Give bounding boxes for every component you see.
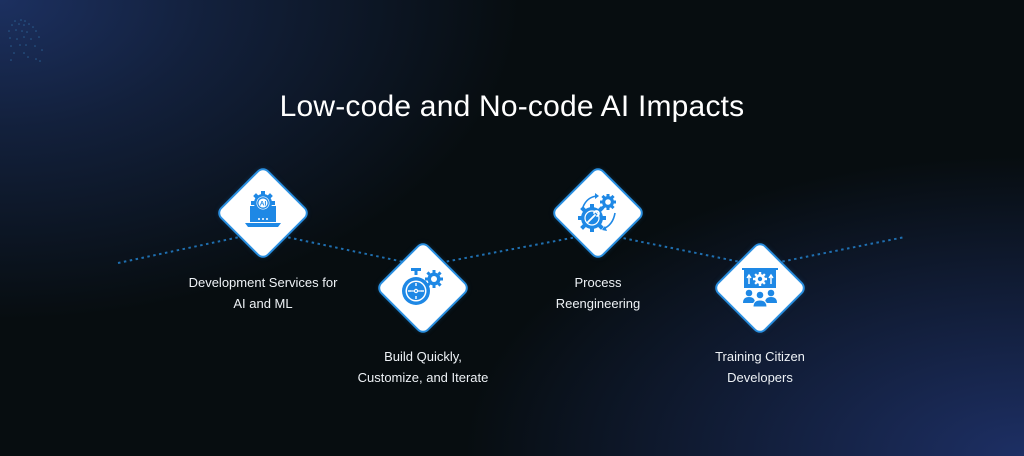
step-label: Process Reengineering <box>538 272 658 314</box>
label-line: Build Quickly, <box>384 349 462 364</box>
label-line: Reengineering <box>555 296 641 311</box>
label-line: AI and ML <box>233 296 293 311</box>
decorative-dots <box>8 19 43 62</box>
label-line: Training Citizen <box>715 349 805 364</box>
presentation-team-icon <box>742 268 778 308</box>
page-title: Low-code and No-code AI Impacts <box>279 90 745 124</box>
label-line: Process <box>574 275 622 290</box>
stopwatch-gear-icon <box>402 268 443 305</box>
step-label: Training Citizen Developers <box>690 346 830 388</box>
label-line: Developers <box>727 370 793 385</box>
gears-wrench-cycle-icon <box>578 193 616 232</box>
ai-laptop-gear-icon: AI <box>245 191 281 227</box>
step-label: Development Services for AI and ML <box>163 272 363 314</box>
step-label: Build Quickly, Customize, and Iterate <box>333 346 513 388</box>
svg-text:AI: AI <box>260 201 267 208</box>
label-line: Customize, and Iterate <box>357 370 489 385</box>
label-line: Development Services for <box>188 275 338 290</box>
